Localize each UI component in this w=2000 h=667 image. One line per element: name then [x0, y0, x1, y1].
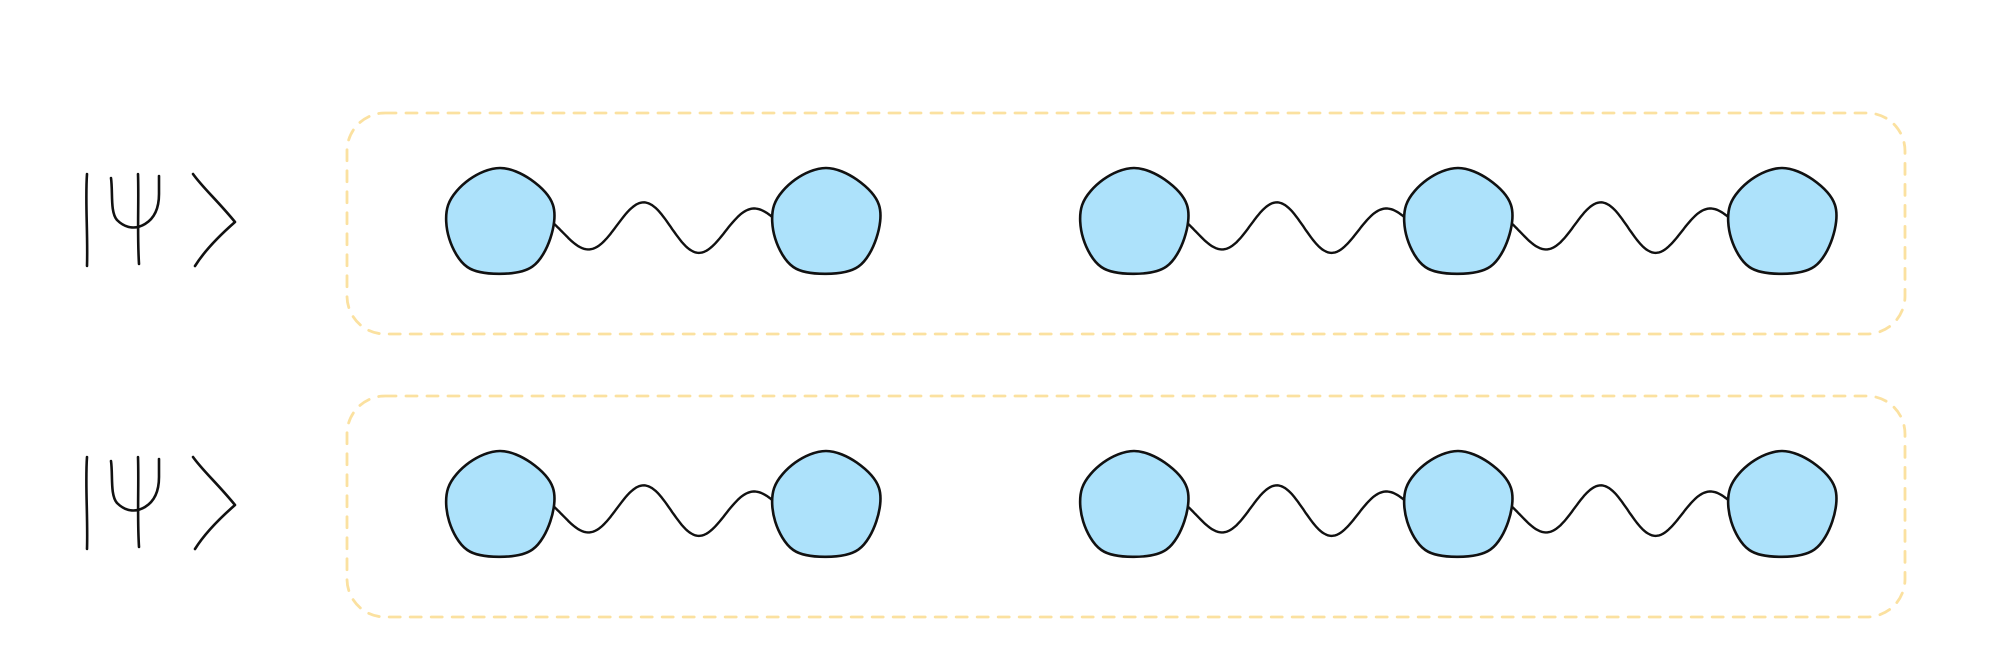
atom-circle [1078, 166, 1190, 276]
wavy-bond [1506, 484, 1734, 538]
left-atom-chain [444, 166, 882, 276]
state-row: |Ψ⟩ [85, 111, 1907, 336]
state-rows: |Ψ⟩ |Ψ⟩ [85, 111, 1907, 619]
ket-bar-stroke [85, 172, 89, 268]
psi-stem-stroke [136, 172, 141, 266]
wavy-bond [548, 484, 778, 538]
state-row: |Ψ⟩ [85, 394, 1907, 619]
psi-stem-stroke [136, 455, 141, 549]
wavy-bond [1506, 201, 1734, 255]
left-atom-chain [444, 449, 882, 559]
ket-psi-label: |Ψ⟩ [85, 455, 237, 551]
ket-psi-label: |Ψ⟩ [85, 172, 237, 268]
group-dashed-border [345, 111, 1907, 336]
psi-curve-stroke [109, 457, 161, 512]
atom-circle [444, 166, 556, 276]
ket-angle-stroke [191, 172, 237, 268]
group-dashed-border [345, 394, 1907, 619]
psi-curve-stroke [109, 174, 161, 229]
wavy-bond [1182, 484, 1410, 538]
wavy-bond [1182, 201, 1410, 255]
atom-circle [1402, 166, 1514, 276]
atom-circle [770, 166, 882, 276]
atom-circle [770, 449, 882, 559]
right-atom-chain [1078, 166, 1838, 276]
wavy-bond [548, 201, 778, 255]
atom-circle [444, 449, 556, 559]
ket-angle-stroke [191, 455, 237, 551]
atom-circle [1726, 449, 1838, 559]
right-atom-chain [1078, 449, 1838, 559]
atom-circle [1402, 449, 1514, 559]
atom-circle [1078, 449, 1190, 559]
ket-bar-stroke [85, 455, 89, 551]
atom-circle [1726, 166, 1838, 276]
